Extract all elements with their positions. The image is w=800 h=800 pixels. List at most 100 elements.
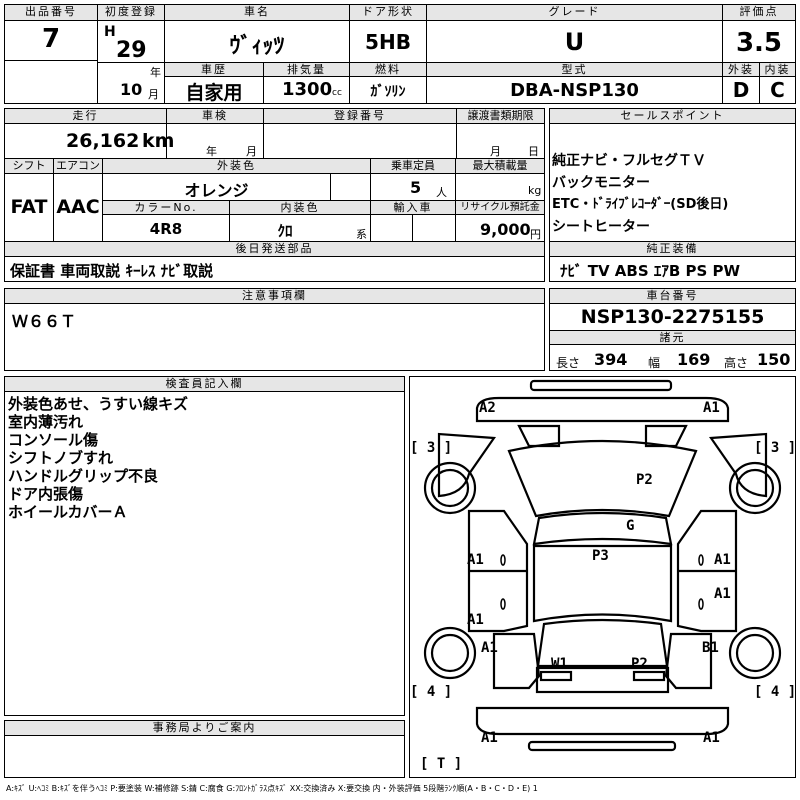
car-outline-diagram <box>423 379 782 752</box>
interior-label: 内装 <box>760 63 795 77</box>
mileage: 26,162 <box>66 130 140 152</box>
mark-bracket4-left: [ 4 ] <box>410 684 453 700</box>
equipment: ﾅﾋﾞ TV ABS ｴｱB PS PW <box>560 262 741 280</box>
mark-a1-rear-left: A1 <box>481 730 498 746</box>
ext-color-label: 外装色 <box>103 159 370 174</box>
mark-a1-right-front-door: A1 <box>714 552 731 568</box>
ext-color: オレンジ <box>184 181 249 200</box>
shift-label: シフト <box>5 159 53 174</box>
later-parts: 保証書 車両取説 ｷｰﾚｽ ﾅﾋﾞ取説 <box>10 262 214 280</box>
era: H <box>104 24 116 40</box>
int-color-label: 内装色 <box>230 201 370 215</box>
chassis-number: NSP130-2275155 <box>580 306 765 328</box>
mark-a1-left-rear-door: A1 <box>467 612 484 628</box>
ac-label: エアコン <box>54 159 102 174</box>
grade-label: グレード <box>427 5 722 21</box>
displacement-label: 排気量 <box>264 63 349 77</box>
mark-b1-right-rear-wheel: B1 <box>702 640 719 656</box>
length: 394 <box>594 350 628 369</box>
capacity: 5 <box>410 178 422 197</box>
note-item: 室内薄汚れ <box>8 413 84 431</box>
recycle-unit: 円 <box>530 228 541 241</box>
first-reg-label: 初度登録 <box>98 5 164 21</box>
transfer-label: 譲渡書類期限 <box>457 109 544 124</box>
displacement-unit: cc <box>332 88 342 98</box>
reg-year: 29 <box>116 38 147 63</box>
office-label: 事務局よりご案内 <box>5 721 404 736</box>
reg-no-label: 登録番号 <box>264 109 456 124</box>
displacement: 1300 <box>282 79 333 100</box>
sales-points-label: セールスポイント <box>550 109 795 124</box>
sales-point: シートヒーター <box>552 219 650 235</box>
mark-bracket3-right: [ 3 ] <box>754 440 797 456</box>
inspection-year-unit: 年 <box>206 145 217 158</box>
capacity-label: 乗車定員 <box>371 159 455 174</box>
score: 3.5 <box>735 28 783 58</box>
width: 169 <box>677 350 711 369</box>
mark-bracket-t: [ T ] <box>420 756 463 772</box>
note-item: 外装色あせ、うすい線キズ <box>8 395 189 413</box>
note-item: シフトノブすれ <box>8 449 114 467</box>
door: 5HB <box>365 30 411 54</box>
transfer-day: 日 <box>528 145 539 158</box>
recycle-amount: 9,000 <box>480 220 531 239</box>
mark-a1-left-rear-wheel: A1 <box>481 640 498 656</box>
chassis-label: 車台番号 <box>550 289 795 304</box>
exterior-label: 外装 <box>723 63 759 77</box>
mark-p3-roof: P3 <box>592 548 609 564</box>
door-label: ドア形状 <box>350 5 426 21</box>
sales-point: ETC・ﾄﾞﾗｲﾌﾞﾚｺｰﾀﾞｰ(SD後日) <box>552 197 729 212</box>
mark-p2-rear: P2 <box>631 656 648 672</box>
height: 150 <box>757 350 791 369</box>
ac: AAC <box>56 196 100 218</box>
sales-point: 純正ナビ・フルセグＴＶ <box>552 153 706 169</box>
note-item: ドア内張傷 <box>8 485 84 503</box>
int-color-unit: 系 <box>356 228 367 241</box>
width-label: 幅 <box>648 356 661 370</box>
inspection-label: 車検 <box>167 109 263 124</box>
damage-diagram <box>409 376 796 778</box>
mark-a1-front-right: A1 <box>703 400 720 416</box>
mark-bracket3-left: [ 3 ] <box>410 440 453 456</box>
capacity-unit: 人 <box>436 186 447 199</box>
reg-month: 10 <box>120 80 143 99</box>
later-parts-label: 後日発送部品 <box>5 242 544 257</box>
inspector-notes: 外装色あせ、うすい線キズ 室内薄汚れ コンソール傷 シフトノブすれ ハンドルグリ… <box>8 395 398 521</box>
max-load-unit: kg <box>528 184 542 197</box>
mileage-unit: km <box>142 130 175 152</box>
height-label: 高さ <box>724 356 749 370</box>
interior-grade: C <box>770 78 785 102</box>
grade: U <box>564 28 585 56</box>
score-label: 評価点 <box>723 5 795 21</box>
lot-no-label: 出品番号 <box>5 5 97 21</box>
shift: FAT <box>10 196 48 218</box>
note-item: コンソール傷 <box>8 431 99 449</box>
sales-points-list: 純正ナビ・フルセグＴＶ バックモニター ETC・ﾄﾞﾗｲﾌﾞﾚｺｰﾀﾞｰ(SD後… <box>552 150 794 238</box>
mark-a1-left-front-door: A1 <box>467 552 484 568</box>
mark-w1-rear: W1 <box>551 656 568 672</box>
fuel: ｶﾞｿﾘﾝ <box>370 84 406 100</box>
mark-a2-front-left: A2 <box>479 400 496 416</box>
mark-p2-hood: P2 <box>636 472 653 488</box>
max-load-label: 最大積載量 <box>456 159 544 174</box>
car-name: ｳﾞｨｯﾂ <box>229 34 285 59</box>
exterior-grade: D <box>732 78 750 102</box>
import-label: 輸入車 <box>371 201 455 215</box>
note-item: ホイールカバーＡ <box>8 503 128 521</box>
fuel-label: 燃料 <box>350 63 426 77</box>
length-label: 長さ <box>556 356 581 370</box>
caution-text: Ｗ６６Ｔ <box>12 312 77 331</box>
inspector-box <box>4 376 405 716</box>
color-no: 4R8 <box>149 220 183 238</box>
mark-bracket4-right: [ 4 ] <box>754 684 797 700</box>
caution-label: 注意事項欄 <box>5 289 544 304</box>
mark-a1-right-mid: A1 <box>714 586 731 602</box>
recycle-label: リサイクル預託金 <box>456 201 544 215</box>
month-unit: 月 <box>148 88 159 101</box>
mark-a1-rear-right: A1 <box>703 730 720 746</box>
legend: A:ｷｽﾞ U:ﾍｺﾐ B:ｷｽﾞを伴うﾍｺﾐ P:要塗装 W:補修跡 S:錆 … <box>6 784 538 793</box>
sales-point: バックモニター <box>552 175 650 191</box>
mileage-label: 走行 <box>5 109 166 124</box>
model: DBA-NSP130 <box>510 80 639 101</box>
history: 自家用 <box>185 82 243 104</box>
